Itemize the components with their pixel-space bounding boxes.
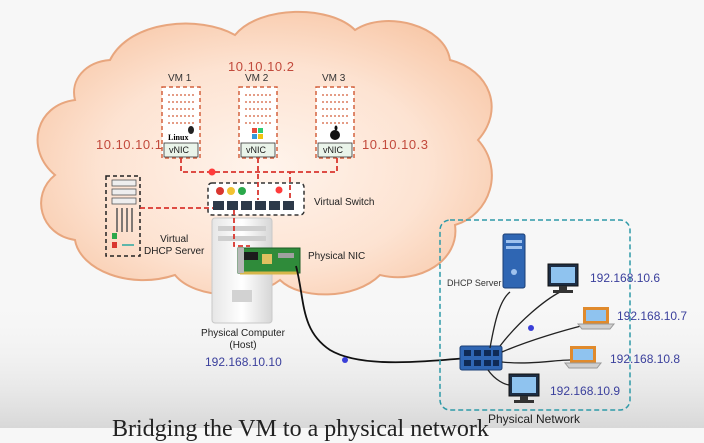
vm-server <box>161 86 201 159</box>
physical-switch <box>459 345 503 371</box>
packet-dot <box>275 186 283 194</box>
linux-icon <box>188 126 194 134</box>
vnic-label: vNIC <box>169 145 189 155</box>
vnic-label: vNIC <box>323 145 343 155</box>
linux-label: Linux <box>168 133 189 142</box>
dhcp-server-label: DHCP Server <box>447 278 502 288</box>
network-diagram: VM 1 VM 2 VM 3 Linux vNIC vNIC vNIC 10.1… <box>0 10 704 442</box>
host-label: Physical Computer (Host) <box>201 328 285 351</box>
packet-dot <box>342 357 348 363</box>
packet-dot <box>208 168 216 176</box>
vm-name: VM 1 <box>168 73 192 84</box>
device-ip: 192.168.10.6 <box>590 271 661 285</box>
device-ip: 192.168.10.9 <box>550 384 621 398</box>
host-ip: 192.168.10.10 <box>205 355 282 369</box>
physical-network-boundary <box>439 219 631 411</box>
slide-caption: Bridging the VM to a physical network <box>112 416 489 442</box>
vm2-ip: 10.10.10.2 <box>228 59 295 74</box>
vm1-ip: 10.10.10.1 <box>96 137 163 152</box>
physical-nic-card <box>237 247 301 275</box>
virtual-switch-label: Virtual Switch <box>314 197 375 208</box>
virtual-links <box>140 158 338 247</box>
laptop-icon <box>576 307 616 330</box>
desktop-icon <box>508 373 540 403</box>
laptop-icon <box>563 346 603 369</box>
physical-dhcp-server-icon <box>502 233 526 289</box>
apple-icon <box>330 125 340 140</box>
vm-server <box>238 86 278 159</box>
device-ip: 192.168.10.7 <box>617 309 688 323</box>
diagram-canvas <box>0 10 704 428</box>
packet-dot <box>528 325 534 331</box>
vm3-ip: 10.10.10.3 <box>362 137 429 152</box>
device-ip: 192.168.10.8 <box>610 352 681 366</box>
physical-network-label: Physical Network <box>488 412 581 426</box>
vnic-label: vNIC <box>246 145 266 155</box>
windows-icon <box>252 128 263 139</box>
ethernet-cable <box>295 265 469 364</box>
vm-server <box>315 86 355 159</box>
virtual-dhcp-label: Virtual DHCP Server <box>144 234 205 257</box>
desktop-icon <box>547 263 579 293</box>
virtual-dhcp-server <box>105 175 141 257</box>
vm-name: VM 2 <box>245 73 269 84</box>
vm-name: VM 3 <box>322 73 346 84</box>
physical-nic-label: Physical NIC <box>308 251 366 262</box>
